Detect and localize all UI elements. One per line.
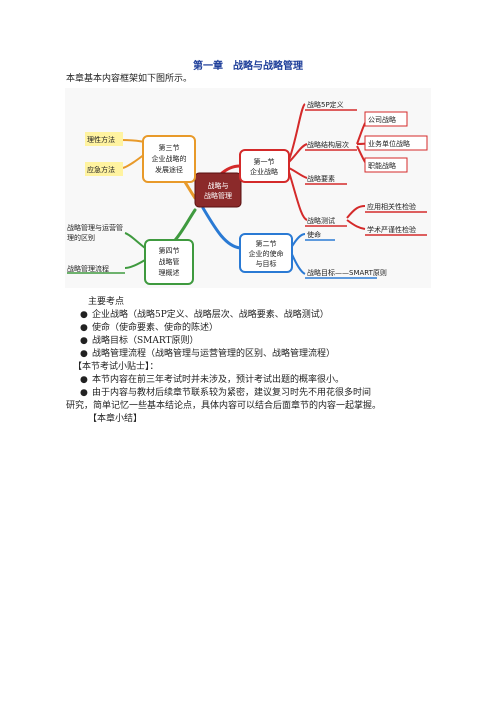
chapter-title: 第一章 战略与战略管理 [193,61,303,72]
tip-item-2: ●由于内容与教材后续章节联系较为紧密，建议复习时先不用花很多时间 [80,388,372,398]
r1-label: 战略5P定义 [307,100,344,109]
chapter-summary-heading: 【本章小结】 [88,414,143,424]
section3-line1: 第三节 [159,143,180,152]
connector-r2 [288,143,308,163]
bullet-icon: ● [80,336,88,346]
r5-label: 使命 [307,230,321,239]
points-heading: 主要考点 [88,297,125,307]
bullet-icon: ● [80,375,88,385]
r2b-label: 业务单位战略 [368,139,410,148]
tip-item-2-continued: 研究，简单记忆一些基本结论点，具体内容可以结合后面章节的内容一起掌握。 [66,401,382,411]
r4-label: 战略测试 [307,216,335,225]
bullet-icon: ● [80,349,88,359]
r4a-label: 应用相关性检验 [367,202,416,211]
r3-label: 战略要素 [307,174,335,183]
section4-line1: 第四节 [159,246,180,255]
connector-r4b [346,219,366,230]
section3-node [142,135,196,183]
leaf4-label: 战略管理流程 [67,264,109,273]
r4b-label: 学术严谨性检验 [367,225,416,234]
point-item-4: ●战略管理流程（战略管理与运营管理的区别、战略管理流程） [80,349,336,359]
point-item-3: ●战略目标（SMART原则） [80,336,199,346]
bullet-icon: ● [80,323,88,333]
leaf3-label-line1: 战略管理与运营管 [67,223,123,232]
connector-r3 [288,167,308,179]
tips-heading: 【本节考试小贴士】： [73,362,159,372]
section2-line1: 第二节 [256,239,277,248]
connector-r4 [288,171,308,221]
r2b-box [364,135,428,151]
section2-line3: 与目标 [256,259,277,268]
point-item-2: ●使命（使命要素、使命的陈述） [80,323,219,333]
r2c-box [364,157,408,173]
r2a-box [364,111,408,127]
section1-line1: 第一节 [254,157,275,166]
section3-line2: 企业战略的 [152,154,187,163]
r2-label: 战略结构层次 [307,140,349,149]
mind-map: 战略与 战略管理 第一节 企业战略 第二节 企业的使命 与目标 第三节 企业战略… [65,88,431,288]
center-line1: 战略与 [208,181,229,190]
connector-r4a [346,205,366,219]
connector-leaf4 [124,259,146,269]
leaf1-box [85,132,123,146]
point-item-1: ●企业战略（战略5P定义、战略层次、战略要素、战略测试） [80,310,329,320]
tip-item-1: ●本节内容在前三年考试时并未涉及，预计考试出题的概率很小。 [80,375,345,385]
section3-line3: 发展途径 [155,165,183,174]
section4-line2: 战略管 [159,257,180,266]
section4-node [144,239,194,285]
intro-text: 本章基本内容框架如下图所示。 [66,74,193,84]
section2-line2: 企业的使命 [249,249,284,258]
center-line2: 战略管理 [204,191,232,200]
section1-node [239,149,290,183]
bullet-icon: ● [80,310,88,320]
r2a-label: 公司战略 [368,115,396,124]
r2c-label: 职能战略 [368,161,396,170]
leaf2-box [85,162,123,176]
connector-leaf3 [124,232,146,249]
section4-line3: 理概述 [159,268,180,277]
section2-node [239,233,293,273]
leaf3-label-line2: 理的区别 [67,233,95,242]
leaf1-label: 理性方法 [87,135,115,144]
connector-section2 [201,206,242,250]
connector-r1 [288,103,306,161]
bullet-icon: ● [80,388,88,398]
r6-label: 战略目标——SMART原则 [307,268,387,277]
section1-line2: 企业战略 [250,167,278,176]
center-node [194,172,242,208]
leaf2-label: 应急方法 [87,165,115,174]
